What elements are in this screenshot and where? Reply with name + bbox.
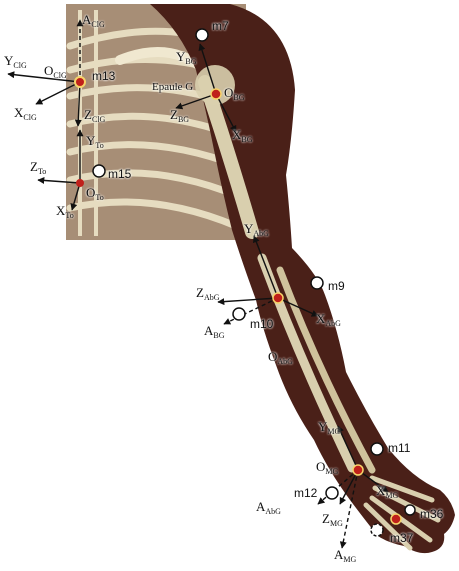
label-axis-clg-y: YClG (4, 54, 27, 70)
label-axis-abg-z: ZAbG (196, 286, 220, 302)
marker-m12 (326, 487, 338, 499)
joint-m36 (391, 514, 401, 524)
label-epaule: Epaule G (152, 82, 193, 93)
label-marker-m13: m13 (92, 70, 115, 82)
label-axis-bg-a: ABG (204, 324, 225, 340)
label-axis-to-z: ZTo (30, 160, 46, 176)
label-axis-abg-y: YAbG (244, 222, 269, 238)
label-marker-m37: m37 (390, 532, 413, 544)
label-origin-bg: OBG (224, 86, 245, 102)
label-axis-to-y: YTo (86, 134, 104, 150)
marker-m37 (371, 524, 383, 536)
label-origin-to: OTo (86, 186, 104, 202)
marker-m36-white (405, 505, 415, 515)
label-origin-mg: OMG (316, 460, 338, 476)
label-axis-mg-x: XMG (376, 484, 398, 500)
arm-silhouette (150, 4, 455, 553)
label-marker-m10: m10 (250, 318, 273, 330)
joint-clg (75, 77, 85, 87)
marker-m9 (311, 277, 323, 289)
marker-m10 (233, 308, 245, 320)
label-axis-mg-z: ZMG (322, 512, 343, 528)
joint-mg (353, 465, 363, 475)
marker-m15 (93, 165, 105, 177)
joint-abg (273, 293, 283, 303)
label-marker-m11: m11 (388, 442, 410, 454)
label-axis-to-x: XTo (56, 204, 74, 220)
label-marker-m36: m36 (420, 508, 443, 520)
label-marker-m15: m15 (108, 168, 131, 180)
marker-m7 (196, 29, 208, 41)
label-axis-abg-x: XAbG (316, 312, 341, 328)
label-axis-abg-a: AAbG (256, 500, 281, 516)
label-axis-clg-a: AClG (82, 13, 105, 29)
label-axis-bg-x: XBG (232, 128, 253, 144)
label-marker-m9: m9 (328, 280, 345, 292)
label-origin-clg: OClG (44, 64, 67, 80)
label-marker-m12: m12 (294, 487, 317, 499)
joint-bg (211, 89, 221, 99)
marker-m11 (371, 443, 383, 455)
label-axis-clg-z: ZClG (84, 108, 105, 124)
label-axis-mg-y: YMG (318, 420, 340, 436)
label-axis-mg-a: AMG (334, 548, 356, 564)
label-axis-clg-x: XClG (14, 106, 37, 122)
joint-to (76, 179, 84, 187)
label-origin-abg: OAbG (268, 350, 293, 366)
label-marker-m7: m7 (212, 20, 229, 32)
label-axis-bg-y: YBG (176, 50, 197, 66)
label-axis-bg-z: ZBG (170, 108, 189, 124)
